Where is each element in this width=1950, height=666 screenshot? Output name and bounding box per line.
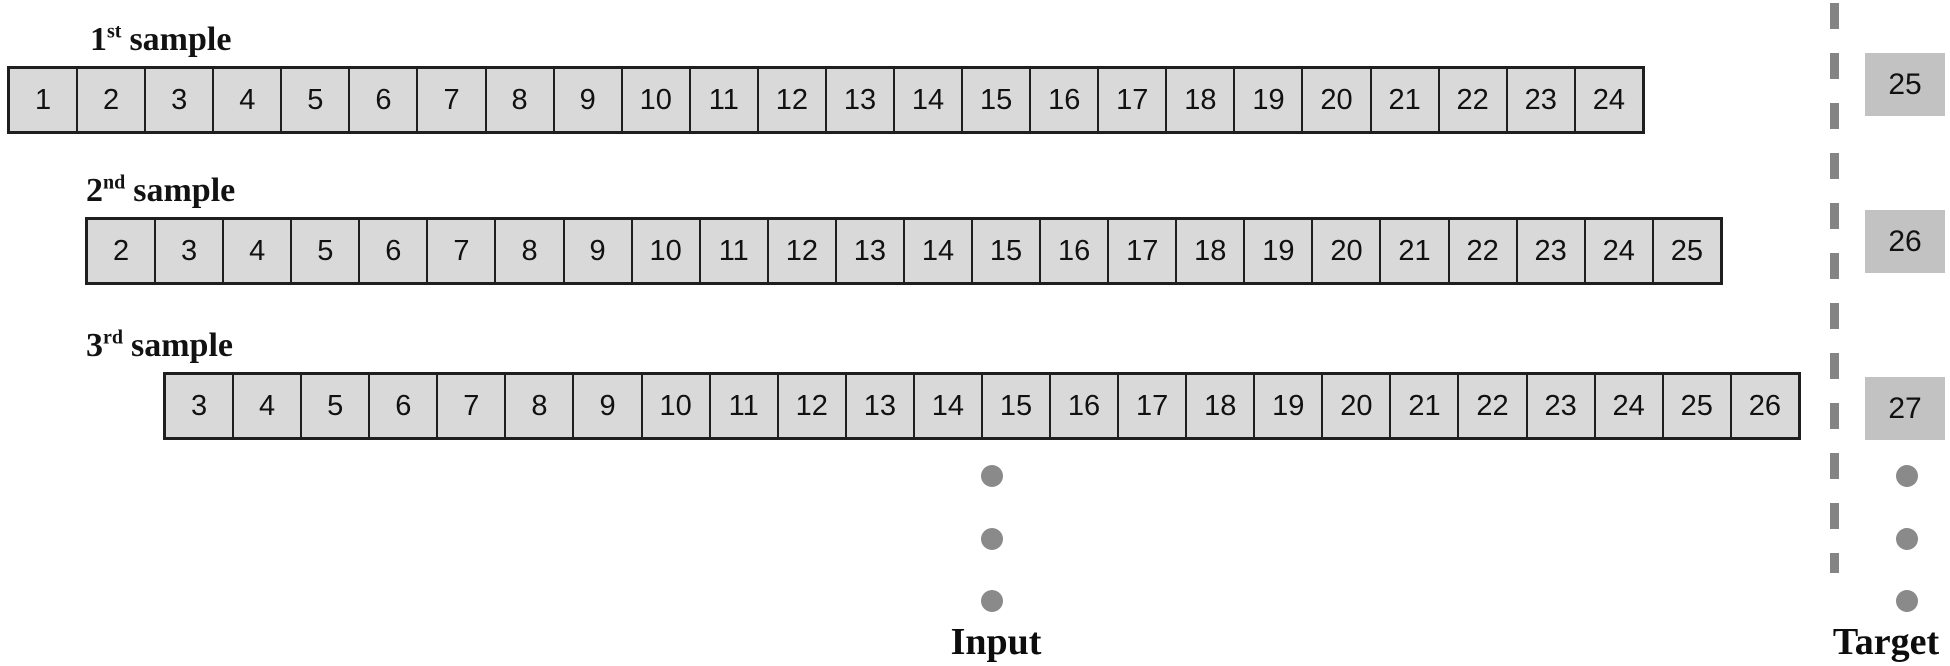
sequence-cell: 4	[214, 69, 283, 131]
sample-3-label: 3rd sample	[86, 324, 233, 368]
ellipsis-dot	[1896, 528, 1918, 550]
sequence-cell: 15	[973, 220, 1042, 282]
sequence-cell: 2	[88, 220, 157, 282]
ellipsis-dot	[981, 465, 1003, 487]
sequence-cell: 21	[1371, 69, 1440, 131]
target-box-2: 26	[1865, 210, 1945, 273]
sequence-cell: 10	[642, 375, 711, 437]
sequence-cell: 12	[778, 375, 847, 437]
sample-1-ordinal: 1	[90, 21, 107, 58]
ellipsis-dot	[1896, 590, 1918, 612]
sequence-cell: 3	[146, 69, 215, 131]
sample-2-ordinal: 2	[86, 172, 103, 209]
sequence-cell: 6	[370, 375, 439, 437]
sequence-cell: 12	[758, 69, 827, 131]
sequence-cell: 24	[1575, 69, 1642, 131]
sequence-cell: 13	[836, 220, 905, 282]
sequence-cell: 9	[574, 375, 643, 437]
sequence-cell: 9	[564, 220, 633, 282]
sequence-cell: 13	[846, 375, 915, 437]
sample-2-word: sample	[133, 172, 236, 209]
sequence-cell: 25	[1663, 375, 1732, 437]
sequence-cell: 25	[1653, 220, 1720, 282]
sequence-cell: 7	[438, 375, 507, 437]
sequence-cell: 19	[1255, 375, 1324, 437]
sample-1-ordinal-suffix: st	[107, 20, 122, 43]
sequence-cell: 19	[1235, 69, 1304, 131]
target-caption: Target	[1832, 621, 1940, 663]
sample-1-label: 1st sample	[90, 18, 231, 62]
sequence-cell: 16	[1031, 69, 1100, 131]
ellipsis-dot	[981, 528, 1003, 550]
sequence-cell: 4	[234, 375, 303, 437]
sequence-cell: 10	[632, 220, 701, 282]
sequence-cell: 8	[486, 69, 555, 131]
sequence-cell: 23	[1507, 69, 1576, 131]
sequence-cell: 6	[360, 220, 429, 282]
sample-3-ordinal-suffix: rd	[103, 326, 123, 349]
sequence-cell: 22	[1459, 375, 1528, 437]
sequence-cell: 23	[1527, 375, 1596, 437]
sequence-cell: 1	[10, 69, 79, 131]
target-box-1: 25	[1865, 53, 1945, 116]
sequence-cell: 15	[982, 375, 1052, 437]
sequence-cell: 22	[1449, 220, 1518, 282]
sequence-cell: 7	[428, 220, 497, 282]
sequence-cell: 14	[914, 375, 983, 437]
sequence-cell: 3	[156, 220, 225, 282]
sequence-cell: 13	[826, 69, 896, 131]
sequence-cell: 11	[690, 69, 759, 131]
sequence-cell: 12	[768, 220, 837, 282]
sequence-cell: 17	[1109, 220, 1178, 282]
sequence-cell: 8	[496, 220, 565, 282]
sequence-cell: 11	[700, 220, 769, 282]
sequence-cell: 15	[963, 69, 1032, 131]
sample-3-word: sample	[131, 327, 233, 364]
sequence-cell: 18	[1187, 375, 1256, 437]
sequence-cell: 2	[78, 69, 147, 131]
sequence-cell: 20	[1323, 375, 1392, 437]
sequence-cell: 6	[350, 69, 419, 131]
sequence-cell: 21	[1391, 375, 1460, 437]
sequence-cell: 3	[166, 375, 235, 437]
target-box-3: 27	[1865, 377, 1945, 440]
sequence-cell: 5	[282, 69, 351, 131]
sequence-cell: 14	[895, 69, 964, 131]
sequence-cell: 24	[1585, 220, 1654, 282]
sequence-cell: 20	[1313, 220, 1382, 282]
sequence-cell: 5	[292, 220, 361, 282]
sequence-cell: 16	[1051, 375, 1120, 437]
divider-dashed-line	[1830, 3, 1839, 573]
sequence-cell: 16	[1041, 220, 1110, 282]
sequence-cell: 11	[710, 375, 779, 437]
sequence-cell: 18	[1177, 220, 1246, 282]
sequence-cell: 24	[1595, 375, 1664, 437]
sequence-cell: 14	[904, 220, 974, 282]
sequence-cell: 26	[1731, 375, 1798, 437]
sequence-cell: 18	[1167, 69, 1236, 131]
sequence-cell: 22	[1439, 69, 1508, 131]
sample-2-ordinal-suffix: nd	[103, 171, 126, 194]
input-caption: Input	[950, 621, 1042, 663]
sample-3-ordinal: 3	[86, 327, 103, 364]
sequence-cell: 5	[302, 375, 371, 437]
sample-2-label: 2nd sample	[86, 169, 235, 213]
sequence-cell: 7	[418, 69, 487, 131]
sequence-cell: 23	[1517, 220, 1586, 282]
sequence-cell: 17	[1099, 69, 1168, 131]
sequence-cell: 10	[622, 69, 691, 131]
sequence-cell: 8	[506, 375, 575, 437]
sequence-cell: 4	[224, 220, 293, 282]
sequence-cell: 21	[1381, 220, 1450, 282]
ellipsis-dot	[981, 590, 1003, 612]
ellipsis-dot	[1896, 465, 1918, 487]
sequence-cell: 9	[554, 69, 623, 131]
sample-1-word: sample	[129, 21, 232, 58]
sequence-cell: 20	[1303, 69, 1372, 131]
sequence-cell: 17	[1119, 375, 1188, 437]
sequence-cell: 19	[1245, 220, 1314, 282]
